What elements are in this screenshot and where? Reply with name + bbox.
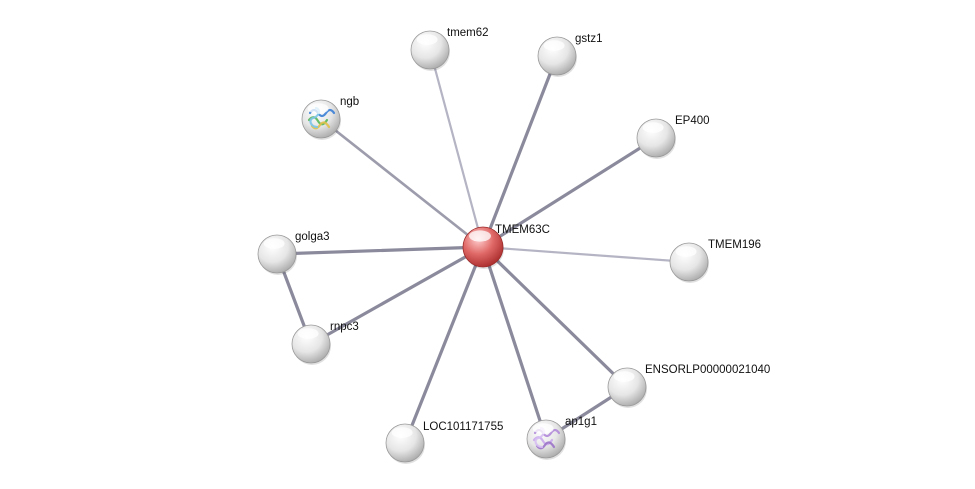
node-label: LOC101171755 <box>423 421 503 433</box>
node-label: golga3 <box>295 231 330 243</box>
node-highlight <box>469 230 491 242</box>
node-rnpc3[interactable]: rnpc3 <box>291 321 359 365</box>
node-label: ap1g1 <box>565 416 597 428</box>
node-ngb[interactable]: ngb <box>301 96 359 140</box>
node-ensorlp00000021040[interactable]: ENSORLP00000021040 <box>607 364 770 408</box>
node-loc101171755[interactable]: LOC101171755 <box>385 421 503 464</box>
node-highlight <box>263 238 285 249</box>
node-label: TMEM196 <box>708 239 761 251</box>
node-highlight <box>391 427 413 438</box>
node-highlight <box>416 34 438 45</box>
edge-tmem63c-loc101171755[interactable] <box>403 245 485 445</box>
node-label: rnpc3 <box>330 321 359 333</box>
edge-tmem63c-ensorlp00000021040[interactable] <box>481 245 629 389</box>
node-gstz1[interactable]: gstz1 <box>537 33 603 77</box>
node-golga3[interactable]: golga3 <box>257 231 330 275</box>
node-highlight <box>532 423 554 434</box>
edge-tmem63c-ep400[interactable] <box>481 136 658 249</box>
edge-tmem63c-ngb[interactable] <box>319 117 485 249</box>
node-ap1g1[interactable]: ap1g1 <box>526 416 597 460</box>
node-highlight <box>642 122 664 133</box>
node-label: gstz1 <box>575 33 603 45</box>
node-tmem196[interactable]: TMEM196 <box>669 239 761 283</box>
edge-tmem63c-gstz1[interactable] <box>481 54 559 249</box>
edge-tmem63c-rnpc3[interactable] <box>309 245 485 346</box>
node-label: TMEM63C <box>495 224 550 236</box>
node-tmem63c[interactable]: TMEM63C <box>462 224 550 269</box>
node-ep400[interactable]: EP400 <box>636 115 710 159</box>
node-highlight <box>543 40 565 51</box>
node-highlight <box>297 328 319 339</box>
node-label: ENSORLP00000021040 <box>645 364 770 376</box>
node-highlight <box>675 246 697 257</box>
node-label: EP400 <box>675 115 710 127</box>
node-label: tmem62 <box>447 27 489 39</box>
node-label: ngb <box>340 96 359 108</box>
edge-tmem63c-ap1g1[interactable] <box>481 245 548 441</box>
edge-tmem63c-golga3[interactable] <box>275 245 485 256</box>
edge-tmem63c-tmem196[interactable] <box>481 245 691 264</box>
node-highlight <box>307 103 329 114</box>
node-tmem62[interactable]: tmem62 <box>410 27 489 71</box>
node-highlight <box>613 371 635 382</box>
edge-tmem63c-tmem62[interactable] <box>428 48 485 249</box>
